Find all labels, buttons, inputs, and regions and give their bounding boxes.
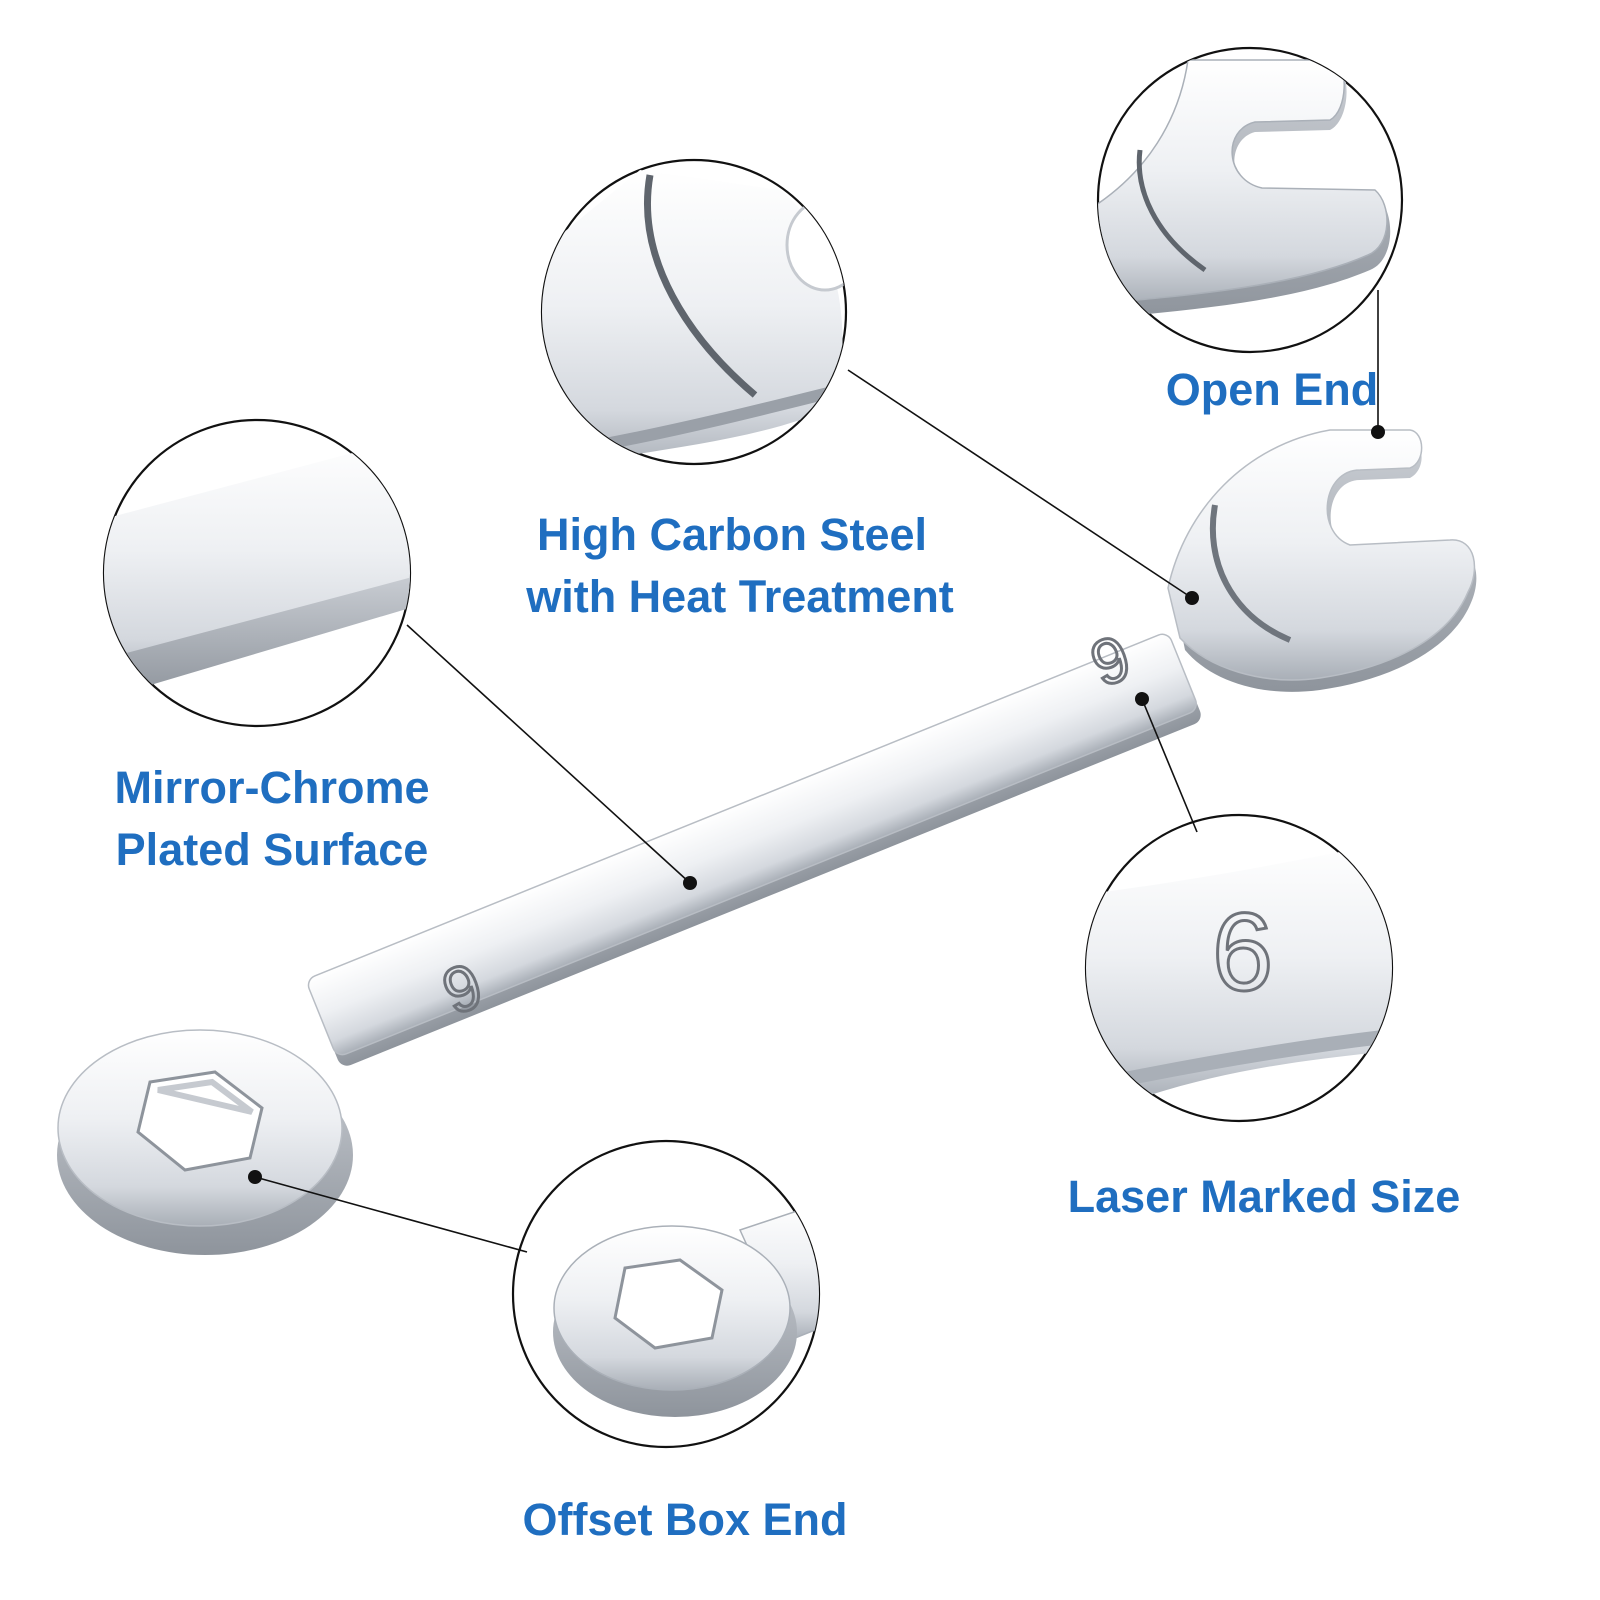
label-laser-marked: Laser Marked Size <box>1068 1171 1461 1222</box>
label-steel-line1: High Carbon Steel <box>537 509 927 560</box>
leader-dot-chrome <box>683 876 697 890</box>
leader-dot-laser <box>1135 692 1149 706</box>
leader-dot-box-end <box>248 1170 262 1184</box>
detail-circle-steel <box>540 158 848 466</box>
label-chrome-line1: Mirror-Chrome <box>114 762 429 813</box>
leader-dot-steel <box>1185 591 1199 605</box>
box-end <box>57 1029 353 1255</box>
detail-circle-mirror-chrome <box>102 418 412 728</box>
laser-size-mark: 6 <box>1212 891 1273 1014</box>
label-chrome-line2: Plated Surface <box>116 824 429 875</box>
leader-chrome <box>406 624 691 884</box>
open-end-jaw <box>1167 429 1477 692</box>
leader-dot-open-end <box>1371 425 1385 439</box>
detail-circle-laser-mark: 6 <box>1084 813 1394 1123</box>
leader-box-end <box>254 1176 528 1253</box>
detail-circle-open-end <box>1096 46 1404 354</box>
detail-circle-box-end <box>511 1139 821 1449</box>
leader-laser <box>1141 698 1198 833</box>
leaders <box>248 290 1385 1253</box>
label-open-end: Open End <box>1166 364 1379 415</box>
label-steel-line2: with Heat Treatment <box>525 571 954 622</box>
leader-steel <box>847 369 1193 599</box>
labels: Open End High Carbon Steel with Heat Tre… <box>114 364 1460 1545</box>
wrench-handle <box>307 633 1197 1056</box>
label-box-end: Offset Box End <box>522 1494 847 1545</box>
wrench: 6 6 <box>57 429 1477 1255</box>
